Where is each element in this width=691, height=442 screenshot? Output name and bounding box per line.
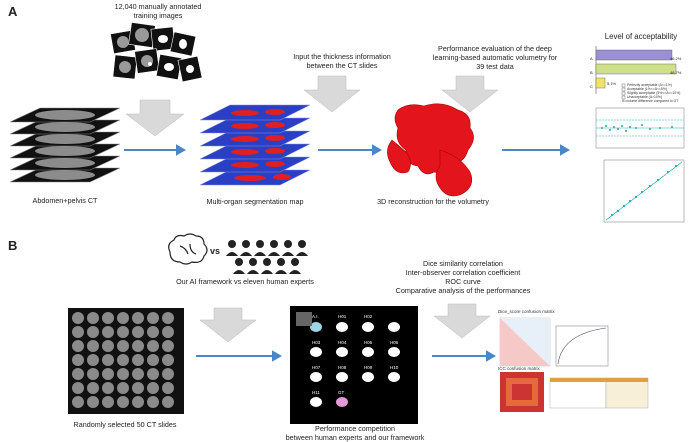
collage-graphic: [110, 22, 203, 83]
segmentation-map-stack: [199, 104, 311, 186]
bar-b-value: 48.7%: [670, 70, 682, 75]
icc-matrix: [500, 372, 544, 412]
bar-a-value: 46.2%: [670, 56, 682, 61]
metric-comparative: Comparative analysis of the performances: [395, 286, 531, 295]
correlation-plot: [603, 159, 685, 223]
bar-c-value: 5.1%: [607, 81, 617, 86]
grid-labels: A.I. H01 H02 H03 H04 H05 H06 H07 H08 H09…: [290, 306, 418, 424]
ct-slide-thumbnails: [72, 312, 174, 408]
human-experts-icons: [226, 240, 308, 274]
label-h04: H04: [338, 340, 347, 345]
evaluation-step-label: Performance evaluation of the deep learn…: [432, 44, 558, 71]
competition-caption-line-1: Performance competition: [315, 424, 395, 433]
3d-reconstruction: [387, 103, 474, 197]
ct-thumb-competition: [296, 312, 312, 326]
label-h11: H11: [312, 390, 320, 395]
competition-caption: Performance competition between human ex…: [262, 424, 448, 442]
bar-c-label: C: [590, 84, 593, 89]
metrics-list: Dice similarity correlation Inter-observ…: [370, 259, 556, 295]
dice-matrix-title: Dice_score confusion matrix: [498, 309, 555, 314]
label-h08: H08: [338, 365, 347, 370]
dice-matrix: [499, 317, 551, 367]
legend-item-4: Unacceptable (A>10%): [627, 95, 662, 99]
ct-caption: Abdomen+pelvis CT: [32, 196, 98, 205]
down-arrow-thickness: [303, 75, 361, 113]
bar-a-label: A: [590, 56, 593, 61]
acceptability-values: 46.2% 48.7%: [670, 52, 681, 80]
training-images-label: 12,040 manually annotated training image…: [114, 2, 202, 20]
metric-roc: ROC curve: [445, 277, 481, 286]
panel-b-letter: B: [8, 238, 18, 253]
label-h09: H09: [364, 365, 373, 370]
gt-mask: [336, 397, 348, 407]
legend-item-3: Slightly acceptable (5%<=A<=10%): [627, 91, 681, 95]
label-gt: GT: [338, 390, 345, 395]
metric-icc: Inter-observer correlation coefficient: [405, 268, 521, 277]
legend-note: A=volume difference compared to GT: [622, 99, 679, 103]
thickness-step-label: Input the thickness information between …: [293, 52, 391, 70]
label-h03: H03: [312, 340, 321, 345]
ai-mask: [310, 322, 322, 332]
metric-dice: Dice similarity correlation: [423, 259, 503, 268]
acceptability-legend: Perfectly acceptable (A<=1%) Acceptable …: [622, 83, 681, 103]
competition-caption-line-2: between human experts and our framework: [285, 433, 425, 442]
legend-item-1: Perfectly acceptable (A<=1%): [627, 83, 672, 87]
label-h07: H07: [312, 365, 321, 370]
down-arrow-training: [125, 99, 185, 137]
down-arrow-metrics: [433, 303, 491, 339]
acceptability-title: Level of acceptability: [604, 32, 678, 41]
comparison-masks: [310, 322, 400, 407]
label-ai: A.I.: [312, 314, 319, 319]
down-arrow-ai-vs-experts: [199, 307, 257, 343]
icc-matrix-title: ICC confusion matrix: [498, 366, 540, 371]
ai-vs-experts-caption: Our AI framework vs eleven human experts: [176, 277, 314, 286]
training-image-collage: [108, 22, 206, 92]
legend-item-2: Acceptable (1%<=A<=5%): [627, 87, 667, 91]
label-h05: H05: [364, 340, 373, 345]
segmentation-caption: Multi-organ segmentation map: [206, 197, 304, 206]
label-h06: H06: [390, 340, 399, 345]
label-h10: H10: [390, 365, 399, 370]
panel-a-letter: A: [8, 4, 18, 19]
bar-a: [595, 49, 673, 61]
slides-caption: Randomly selected 50 CT slides: [73, 420, 177, 429]
acceptability-chart: [595, 46, 677, 100]
bar-b: [595, 63, 677, 75]
bar-category-labels: A B C: [590, 52, 593, 94]
down-arrow-evaluation: [441, 75, 499, 113]
bar-c: [595, 77, 606, 89]
comparison-table: [549, 377, 649, 409]
brain-icon: [168, 233, 208, 265]
label-h02: H02: [364, 314, 373, 319]
ct-slice-stack: [9, 107, 121, 183]
bar-b-label: B: [590, 70, 593, 75]
roc-plot: [555, 325, 609, 367]
reconstruction-caption: 3D reconstruction for the volumetry: [377, 197, 489, 206]
bland-altman-plot: [595, 107, 685, 149]
label-h01: H01: [338, 314, 347, 319]
vs-text: vs: [209, 246, 220, 256]
